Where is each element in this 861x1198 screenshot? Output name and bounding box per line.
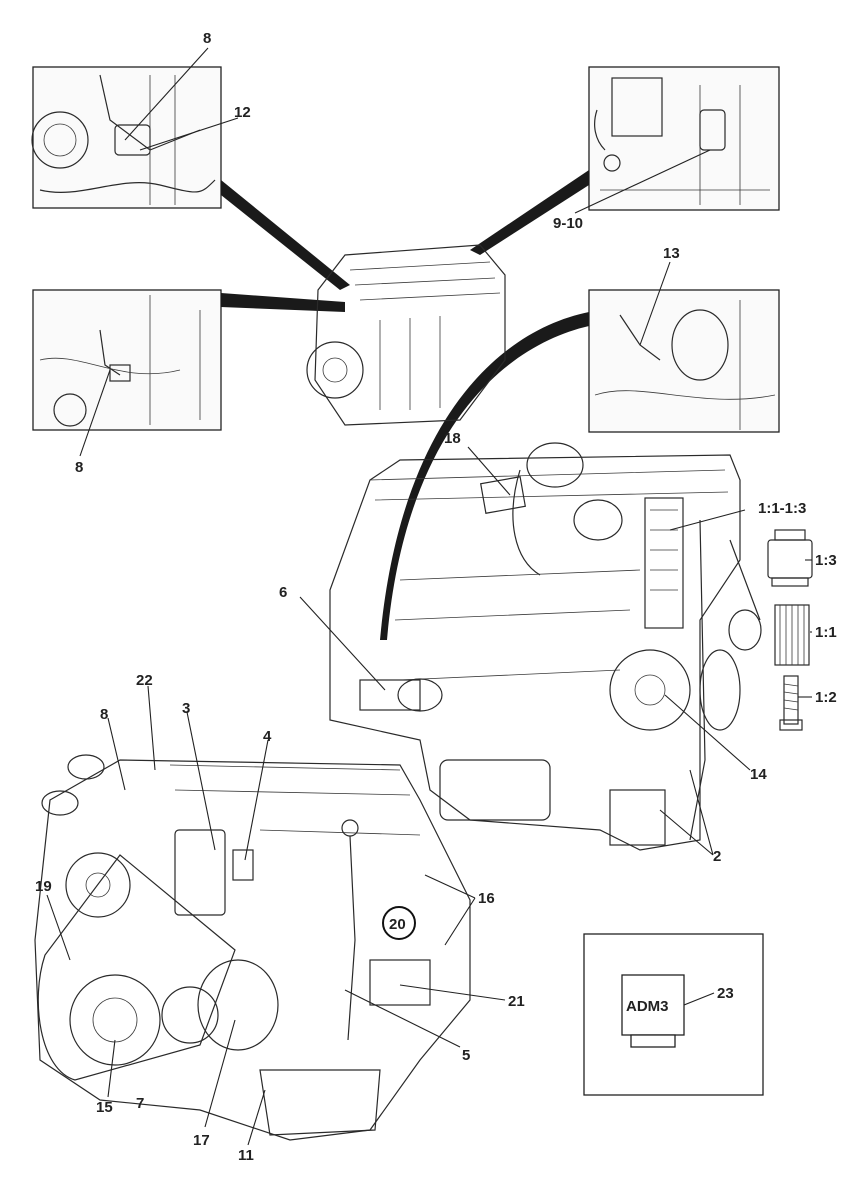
callout-7: 7	[136, 1095, 144, 1112]
callout-15: 15	[96, 1099, 113, 1116]
callout-8-top: 8	[203, 30, 211, 47]
callout-2: 2	[713, 848, 721, 865]
adm3-box: ADM3	[583, 933, 764, 1096]
filter-cap-1-3	[767, 529, 813, 587]
detail-link-band	[380, 312, 589, 640]
callout-5: 5	[462, 1047, 470, 1064]
engine-left-view	[34, 754, 471, 1141]
callout-8-lower: 8	[100, 706, 108, 723]
callout-22: 22	[136, 672, 153, 689]
filter-element-1-1	[774, 604, 810, 666]
circled-callout-20	[382, 906, 416, 940]
callout-1-3: 1:3	[815, 552, 837, 569]
detail-inset-top-right	[588, 66, 780, 211]
callout-3: 3	[182, 700, 190, 717]
callout-13: 13	[663, 245, 680, 262]
callout-1-1-1-3: 1:1-1:3	[758, 500, 806, 517]
callout-20: 20	[389, 916, 406, 933]
filter-bolt-1-2	[779, 675, 803, 731]
adm3-label: ADM3	[626, 998, 669, 1015]
detail-link-band	[470, 170, 589, 255]
engine-overview-small	[306, 244, 506, 426]
callout-4: 4	[263, 728, 272, 745]
callout-23: 23	[717, 985, 734, 1002]
detail-link-band	[221, 293, 345, 312]
callout-9-10: 9-10	[553, 215, 583, 232]
callout-16: 16	[478, 890, 495, 907]
callout-1-2: 1:2	[815, 689, 837, 706]
callout-11: 11	[238, 1147, 254, 1164]
callout-17: 17	[193, 1132, 210, 1149]
callout-18: 18	[444, 430, 461, 447]
engine-right-view	[329, 442, 762, 851]
leader-lines	[46, 47, 812, 1146]
detail-link-band	[221, 180, 350, 290]
callout-12: 12	[234, 104, 251, 121]
detail-inset-top-left	[31, 66, 222, 209]
filter-parts	[767, 529, 813, 731]
callout-labels: 8 12 9-10 13 8 18 1:1-1:3 1:3 1:1 1:2 6 …	[35, 30, 837, 1164]
callout-1-1: 1:1	[815, 624, 837, 641]
callout-6: 6	[279, 584, 287, 601]
callout-19: 19	[35, 878, 52, 895]
callout-21: 21	[508, 993, 525, 1010]
detail-inset-middle-left	[32, 289, 222, 431]
callout-14: 14	[750, 766, 767, 783]
callout-8-left: 8	[75, 459, 83, 476]
detail-inset-middle-right	[588, 289, 780, 433]
